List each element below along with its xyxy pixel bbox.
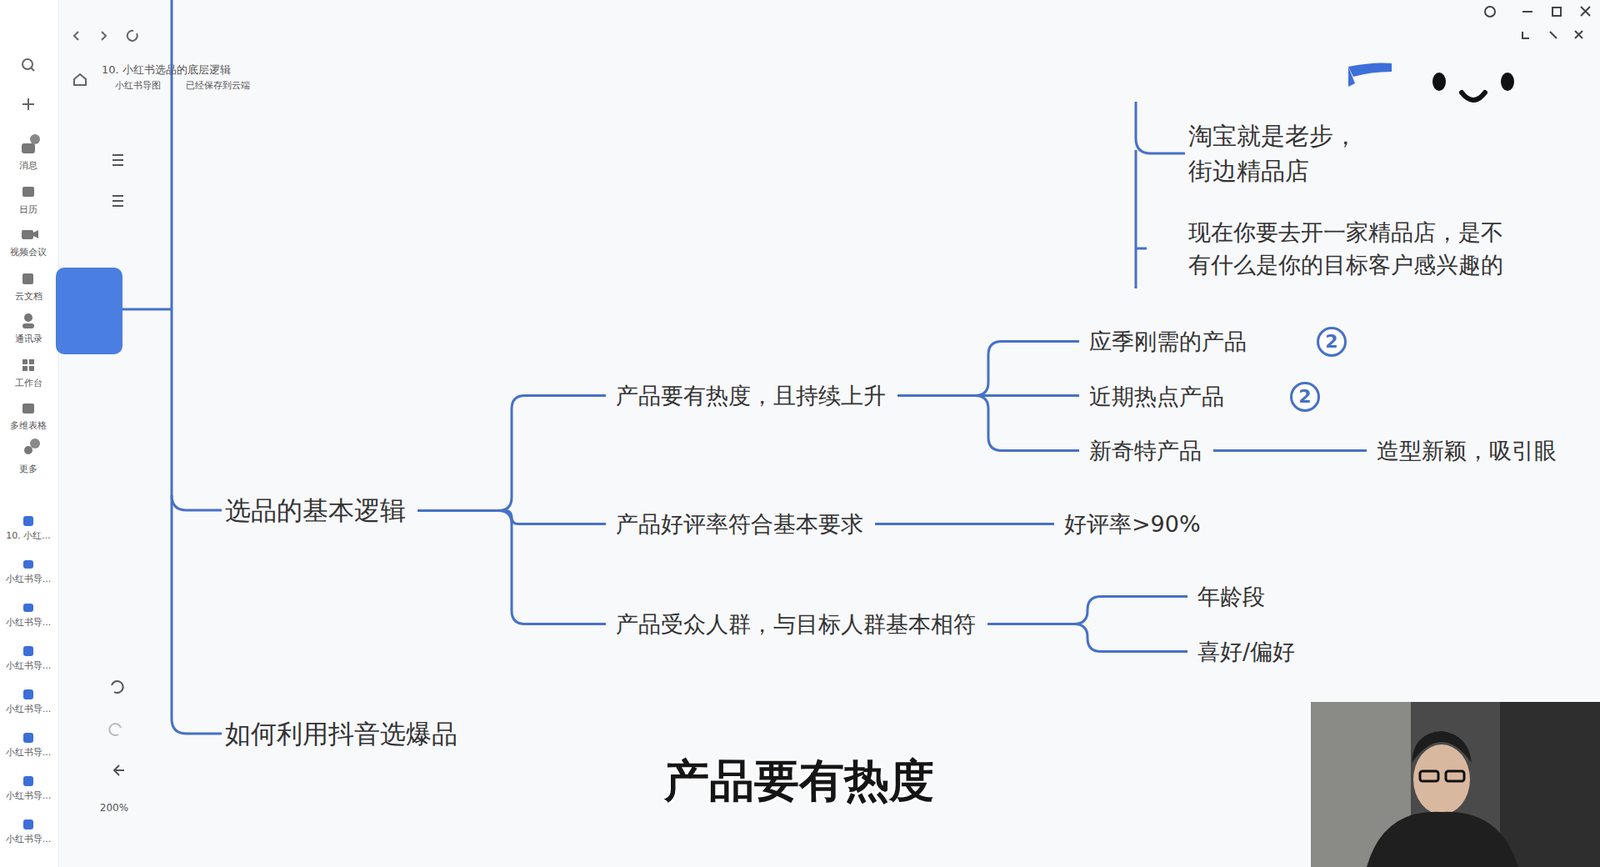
window-controls: [1485, 6, 1590, 39]
ui-label: 小红书导...: [5, 660, 52, 671]
node-text: 好评率>90%: [1064, 507, 1201, 540]
deco-sticker: [1348, 63, 1515, 101]
ui-label: 工作台: [15, 377, 43, 389]
ui-label: 通讯录: [15, 333, 43, 345]
branch-connector: [987, 624, 1188, 652]
branch-connector: [417, 395, 606, 511]
node-text: 现在你要去开一家精品店，是不 有什么是你的目标客户感兴趣的: [1188, 215, 1522, 281]
webcam-view: [1310, 701, 1600, 867]
ui-label: 视频会议: [10, 246, 47, 258]
mindmap-node: 产品要有热度，且持续上升: [612, 377, 890, 414]
node-text: 选品的基本逻辑: [225, 491, 406, 530]
node-text: 淘宝就是老步， 街边精品店: [1188, 118, 1368, 189]
ui-label: 云文档: [15, 290, 43, 302]
subtitle: 产品要有热度: [664, 754, 935, 809]
mindmap-node: 如何利用抖音选爆品: [221, 713, 461, 755]
ui-label: 更多: [19, 463, 38, 475]
ui-label: 小红书导...: [5, 833, 52, 845]
node-text: 年龄段: [1197, 580, 1265, 613]
ui-label: 已经保存到云端: [185, 80, 250, 91]
mindmap-node: 年龄段: [1194, 578, 1269, 615]
ui-label: 小红书导...: [5, 616, 52, 628]
node-text: 产品要有热度，且持续上升: [615, 379, 886, 412]
branch-connector: [897, 341, 1080, 396]
ui-label: 小红书导...: [5, 790, 52, 801]
doc-icons: [23, 515, 34, 830]
ui-label: 10. 小红...: [5, 530, 50, 541]
branch-connector: [987, 596, 1188, 625]
ui-label: 小红书导...: [5, 573, 52, 585]
branch-connector: [875, 522, 1055, 525]
mindmap-node: 新奇特产品: [1085, 432, 1205, 469]
toolbar-icons: [109, 155, 125, 775]
mindmap-node: 喜好/偏好: [1194, 633, 1299, 670]
callout-number: 2: [1316, 326, 1347, 357]
node-text: 喜好/偏好: [1197, 635, 1295, 668]
ui-label: 消息: [19, 160, 38, 171]
mindmap-node: 选品的基本逻辑: [221, 490, 410, 531]
node-text: 近期热点产品: [1089, 380, 1225, 413]
mindmap-node: 好评率>90%: [1060, 505, 1205, 542]
ui-label: 小红书导...: [5, 746, 52, 758]
mindmap-node: 产品好评率符合基本要求: [612, 505, 867, 542]
mindmap-node: 淘宝就是老步， 街边精品店: [1185, 116, 1371, 190]
branch-connector: [1213, 449, 1367, 452]
ui-label: 多维表格: [10, 420, 47, 431]
mindmap-node: 应季刚需的产品: [1085, 323, 1250, 360]
node-text: 造型新颖，吸引眼: [1376, 434, 1557, 467]
ui-label: 10. 小红书选品的底层逻辑: [101, 63, 231, 77]
mindmap-node: 产品受众人群，与目标人群基本相符: [612, 605, 980, 642]
mindmap-node: 造型新颖，吸引眼: [1373, 432, 1560, 469]
mindmap-node: 近期热点产品: [1085, 378, 1228, 415]
ui-label: 200%: [100, 801, 129, 814]
branch-connector: [897, 395, 1080, 451]
root-node: [55, 267, 123, 355]
node-text: 产品好评率符合基本要求: [615, 507, 864, 540]
node-text: 产品受众人群，与目标人群基本相符: [615, 607, 976, 640]
callout-number: 2: [1290, 381, 1320, 412]
node-text: 如何利用抖音选爆品: [225, 715, 458, 753]
node-text: 应季刚需的产品: [1089, 325, 1247, 358]
sidebar: [0, 0, 59, 867]
ui-label: 日历: [19, 204, 38, 215]
mindmap-node: 现在你要去开一家精品店，是不 有什么是你的目标客户感兴趣的: [1185, 214, 1525, 283]
node-text: 新奇特产品: [1089, 434, 1202, 467]
branch-connector: [417, 510, 606, 624]
ui-label: 小红书导...: [5, 703, 52, 715]
ui-label: 小红书导图: [115, 80, 161, 91]
